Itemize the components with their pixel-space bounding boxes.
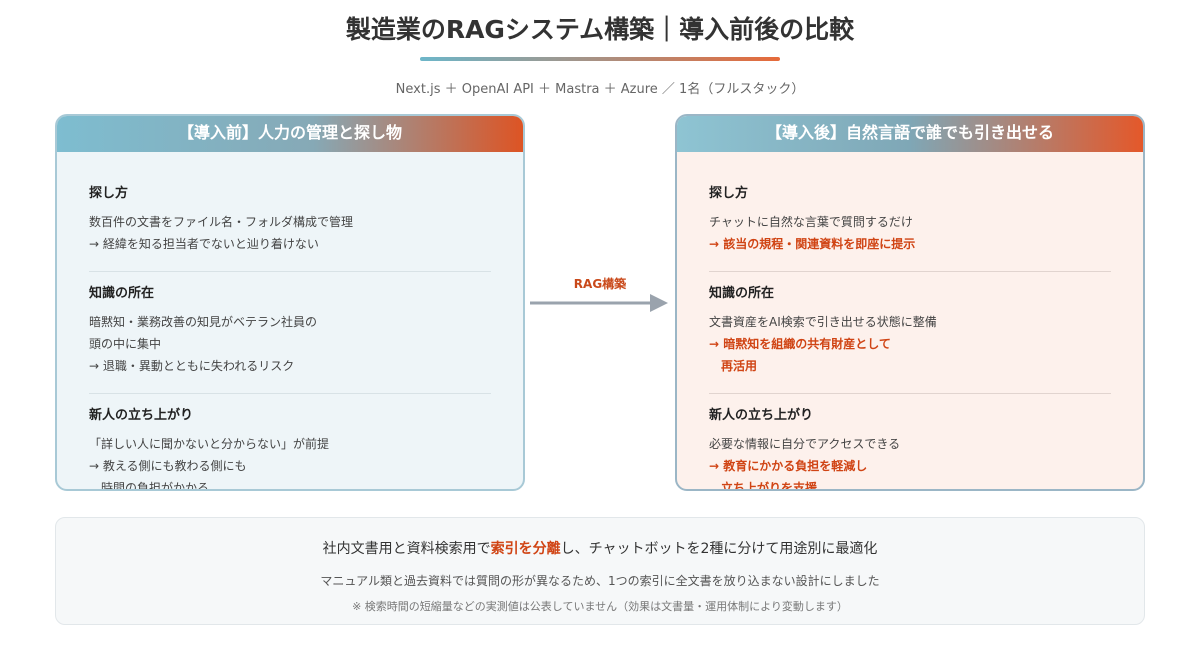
section-title: 新人の立ち上がり (89, 408, 194, 423)
page-title: 製造業のRAGシステム構築｜導入前後の比較 (345, 15, 855, 44)
after-section-onboarding: 新人の立ち上がり 必要な情報に自分でアクセスできる → 教育にかかる負担を軽減し… (709, 394, 1111, 491)
section-title: 探し方 (89, 186, 129, 201)
section-title: 新人の立ち上がり (709, 408, 814, 423)
section-line: → 教える側にも教わる側にも (89, 459, 247, 473)
arrow-label: RAG構築 (573, 277, 627, 291)
section-line-highlight: → 該当の規程・関連資料を即座に提示 (709, 237, 916, 251)
right-arrow-icon (530, 294, 668, 312)
before-panel-body: 探し方 数百件の文書をファイル名・フォルダ構成で管理 → 経緯を知る担当者でない… (57, 152, 523, 491)
summary-main-highlight: 索引を分離 (490, 541, 561, 557)
after-section-search: 探し方 チャットに自然な言葉で質問するだけ → 該当の規程・関連資料を即座に提示 (709, 172, 1111, 272)
section-line: 暗黙知・業務改善の知見がベテラン社員の (89, 315, 318, 329)
section-line: チャットに自然な言葉で質問するだけ (709, 215, 913, 229)
summary-main: 社内文書用と資料検索用で索引を分離し、チャットボットを2種に分けて用途別に最適化 (56, 538, 1144, 558)
summary-main-post: し、チャットボットを2種に分けて用途別に最適化 (560, 541, 878, 557)
section-title: 知識の所在 (89, 286, 155, 301)
section-line: 「詳しい人に聞かないと分からない」が前提 (89, 437, 330, 451)
section-title: 探し方 (709, 186, 749, 201)
section-line: 文書資産をAI検索で引き出せる状態に整備 (709, 315, 937, 329)
after-section-knowledge: 知識の所在 文書資産をAI検索で引き出せる状態に整備 → 暗黙知を組織の共有財産… (709, 272, 1111, 394)
title-underline (420, 57, 780, 61)
after-panel: 【導入後】自然言語で誰でも引き出せる 探し方 チャットに自然な言葉で質問するだけ… (675, 114, 1145, 491)
section-line: 時間の負担がかかる (89, 481, 210, 491)
before-section-onboarding: 新人の立ち上がり 「詳しい人に聞かないと分からない」が前提 → 教える側にも教わ… (89, 394, 491, 491)
section-title: 知識の所在 (709, 286, 775, 301)
section-line: 必要な情報に自分でアクセスできる (709, 437, 901, 451)
after-panel-body: 探し方 チャットに自然な言葉で質問するだけ → 該当の規程・関連資料を即座に提示… (677, 152, 1143, 491)
section-line: 数百件の文書をファイル名・フォルダ構成で管理 (89, 215, 354, 229)
before-panel: 【導入前】人力の管理と探し物 探し方 数百件の文書をファイル名・フォルダ構成で管… (55, 114, 525, 491)
before-section-search: 探し方 数百件の文書をファイル名・フォルダ構成で管理 → 経緯を知る担当者でない… (89, 172, 491, 272)
section-line: → 経緯を知る担当者でないと辿り着けない (89, 237, 319, 251)
section-line-highlight: 立ち上がりを支援 (709, 481, 818, 491)
before-section-knowledge: 知識の所在 暗黙知・業務改善の知見がベテラン社員の 頭の中に集中 → 退職・異動… (89, 272, 491, 394)
tech-stack-subtitle: Next.js ＋ OpenAI API ＋ Mastra ＋ Azure ／ … (395, 82, 805, 97)
section-line-highlight: → 暗黙知を組織の共有財産として (709, 337, 891, 351)
section-line: → 退職・異動とともに失われるリスク (89, 359, 295, 373)
summary-box: 社内文書用と資料検索用で索引を分離し、チャットボットを2種に分けて用途別に最適化… (55, 517, 1145, 625)
after-panel-header: 【導入後】自然言語で誰でも引き出せる (677, 116, 1143, 152)
summary-main-pre: 社内文書用と資料検索用で (322, 541, 491, 557)
section-line-highlight: 再活用 (709, 359, 758, 373)
summary-sub: マニュアル類と過去資料では質問の形が異なるため、1つの索引に全文書を放り込まない… (320, 574, 880, 588)
section-line-highlight: → 教育にかかる負担を軽減し (709, 459, 868, 473)
section-line: 頭の中に集中 (89, 337, 162, 351)
summary-note: ※ 検索時間の短縮量などの実測値は公表していません（効果は文書量・運用体制により… (352, 600, 848, 613)
before-panel-header: 【導入前】人力の管理と探し物 (57, 116, 523, 152)
